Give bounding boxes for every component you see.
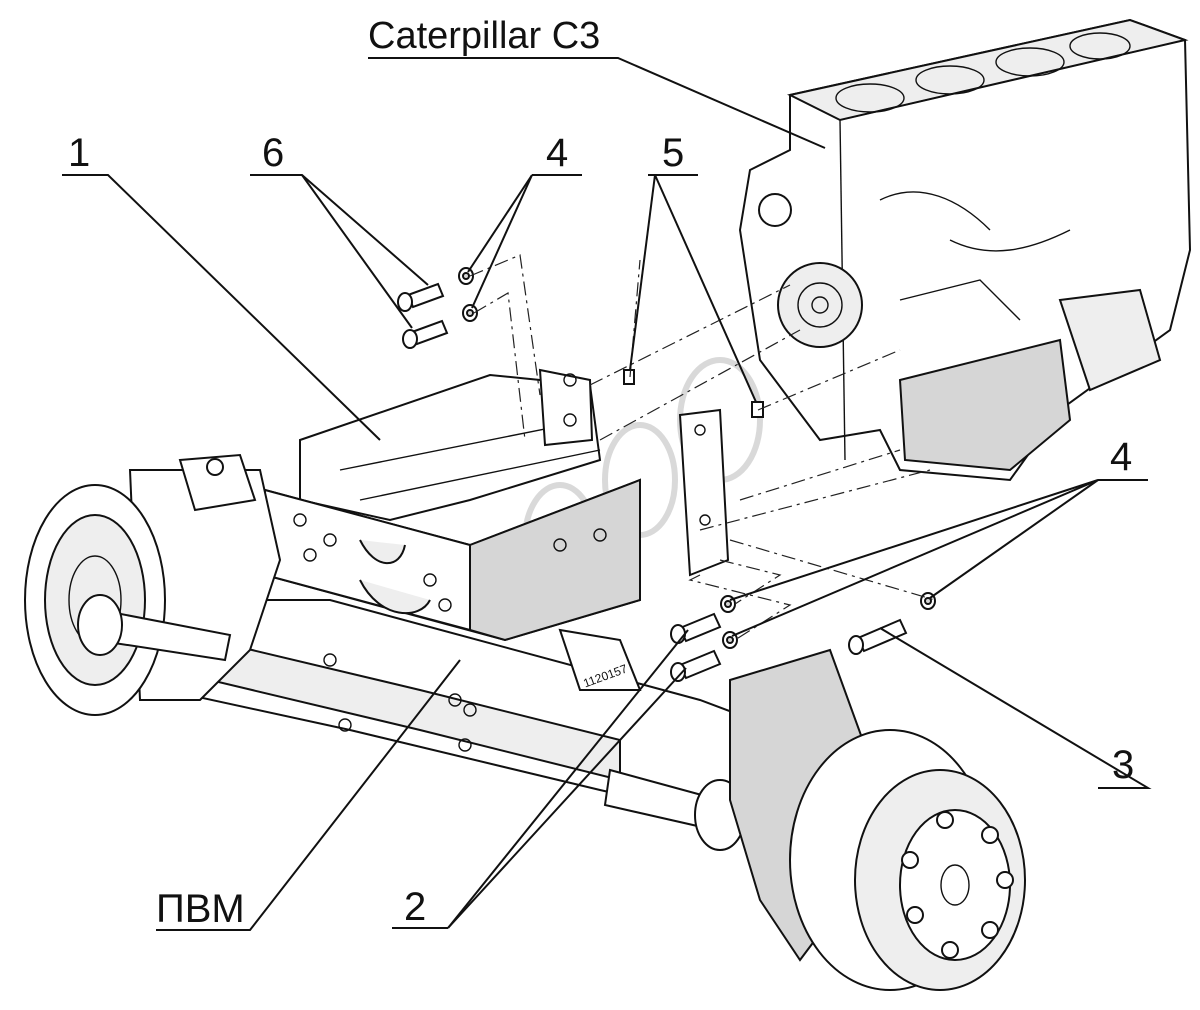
callout-2: 2 [392,629,689,929]
callout-4-top-number: 4 [546,131,568,175]
axle-label: ПВМ [156,887,245,931]
washers-right [720,592,936,649]
callout-3-number: 3 [1112,743,1134,787]
mounting-frame [264,368,730,642]
callout-6: 6 [250,131,429,329]
bolts-right [670,612,908,682]
front-axle: 1120157 [24,453,1026,991]
callout-3: 3 [879,627,1152,789]
callout-4-right: 4 [729,435,1148,637]
engine-label: Caterpillar C3 [368,15,600,57]
callout-1: 1 [62,131,381,441]
bolts-top [397,282,449,349]
callout-2-number: 2 [404,885,426,929]
pins [623,369,764,418]
label-axle: ПВМ [156,659,461,931]
callout-5: 5 [629,131,757,403]
callout-1-number: 1 [68,131,90,175]
callout-4-top: 4 [467,131,582,309]
washers-top [458,267,478,322]
callout-4-right-number: 4 [1110,435,1132,479]
label-engine: Caterpillar C3 [368,15,826,149]
callout-5-number: 5 [662,131,684,175]
engine-block [738,18,1192,482]
callout-6-number: 6 [262,131,284,175]
